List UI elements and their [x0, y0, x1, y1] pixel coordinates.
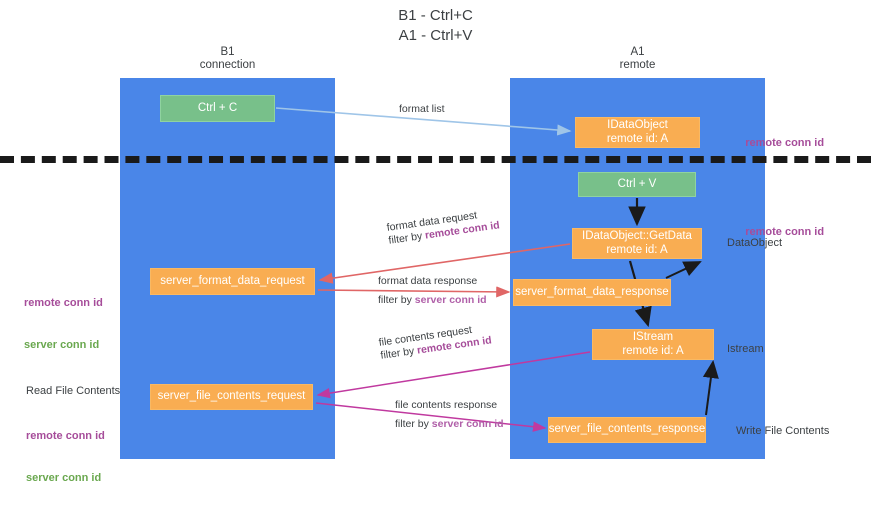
node-ctrl-v-label: Ctrl + V: [617, 177, 657, 190]
node-ctrl-c-label: Ctrl + C: [197, 101, 238, 114]
annotation-remote-conn-id-top: remote conn id: [733, 122, 824, 164]
node-idataobject[interactable]: IDataObject remote id: A: [575, 117, 700, 148]
node-getdata-title: IDataObject::GetData: [582, 230, 692, 242]
node-istream[interactable]: IStream remote id: A: [592, 329, 714, 360]
node-ctrl-v[interactable]: Ctrl + V: [578, 172, 696, 197]
node-istream-subtitle: remote id: A: [622, 344, 684, 357]
filter-key-server-conn-id: server conn id: [431, 418, 504, 430]
arrow-label-format-data-response-line2: filter by server conn id: [378, 294, 487, 307]
node-server-format-data-response[interactable]: server_format_data_response: [513, 279, 671, 306]
annotation-remote-conn-id-mid: remote conn id: [733, 211, 824, 253]
arrow-label-format-data-response-line1: format data response: [378, 275, 478, 287]
node-istream-title: IStream: [632, 331, 674, 343]
annotation-istream: Istream: [727, 343, 764, 355]
annotation-left-remote-conn-id: remote conn id: [24, 297, 103, 309]
node-idataobject-subtitle: remote id: A: [606, 132, 669, 145]
page-title: B1 - Ctrl+C A1 - Ctrl+V: [398, 7, 473, 44]
node-server-file-contents-response-label: server_file_contents_response: [548, 423, 706, 436]
node-server-format-data-request[interactable]: server_format_data_request: [150, 268, 315, 295]
annotation-left-conn-ids-2: remote conn id server conn id: [26, 401, 105, 513]
annotation-left-server-conn-id: server conn id: [24, 339, 100, 351]
arrow-label-file-contents-response: file contents response filter by server …: [395, 399, 504, 431]
annotation-remote-conn-id-top-text: remote conn id: [745, 137, 825, 149]
node-server-file-contents-request[interactable]: server_file_contents_request: [150, 384, 313, 410]
filter-prefix: filter by: [395, 418, 432, 430]
arrow-label-file-contents-request: file contents request filter by remote c…: [378, 321, 493, 362]
filter-prefix: filter by: [378, 294, 415, 306]
annotation-left-conn-ids: remote conn id server conn id: [24, 268, 103, 380]
column-header-a1: A1 remote: [619, 46, 656, 71]
node-idataobject-getdata[interactable]: IDataObject::GetData remote id: A: [572, 228, 702, 259]
column-header-b1: B1 connection: [199, 46, 256, 71]
filter-key-server-conn-id: server conn id: [414, 294, 487, 306]
arrow-label-file-contents-response-line1: file contents response: [395, 399, 498, 411]
node-getdata-subtitle: remote id: A: [606, 243, 668, 256]
annotation-left-remote-conn-id-2: remote conn id: [26, 430, 105, 442]
arrow-label-format-list: format list: [399, 103, 445, 115]
diagram-canvas: B1 - Ctrl+C A1 - Ctrl+V B1 connection A1…: [0, 7, 871, 484]
arrow-label-file-contents-response-line2: filter by server conn id: [395, 418, 504, 431]
phase-divider: [0, 156, 871, 163]
arrow-label-format-data-request: format data request filter by remote con…: [386, 206, 501, 247]
arrow-label-format-data-response: format data response filter by server co…: [378, 275, 487, 307]
node-server-file-contents-request-label: server_file_contents_request: [157, 390, 306, 403]
annotation-remote-conn-id-mid-text: remote conn id: [745, 226, 825, 238]
annotation-write-file-contents: Write File Contents: [736, 425, 830, 437]
node-idataobject-title: IDataObject: [607, 119, 668, 131]
annotation-read-file-contents: Read File Contents: [26, 385, 121, 397]
node-server-format-data-request-label: server_format_data_request: [160, 274, 305, 287]
annotation-dataobject: DataObject: [727, 237, 783, 249]
annotation-left-server-conn-id-2: server conn id: [26, 472, 102, 484]
node-server-format-data-response-label: server_format_data_response: [515, 285, 669, 298]
node-server-file-contents-response[interactable]: server_file_contents_response: [548, 417, 706, 443]
node-ctrl-c[interactable]: Ctrl + C: [160, 95, 275, 122]
